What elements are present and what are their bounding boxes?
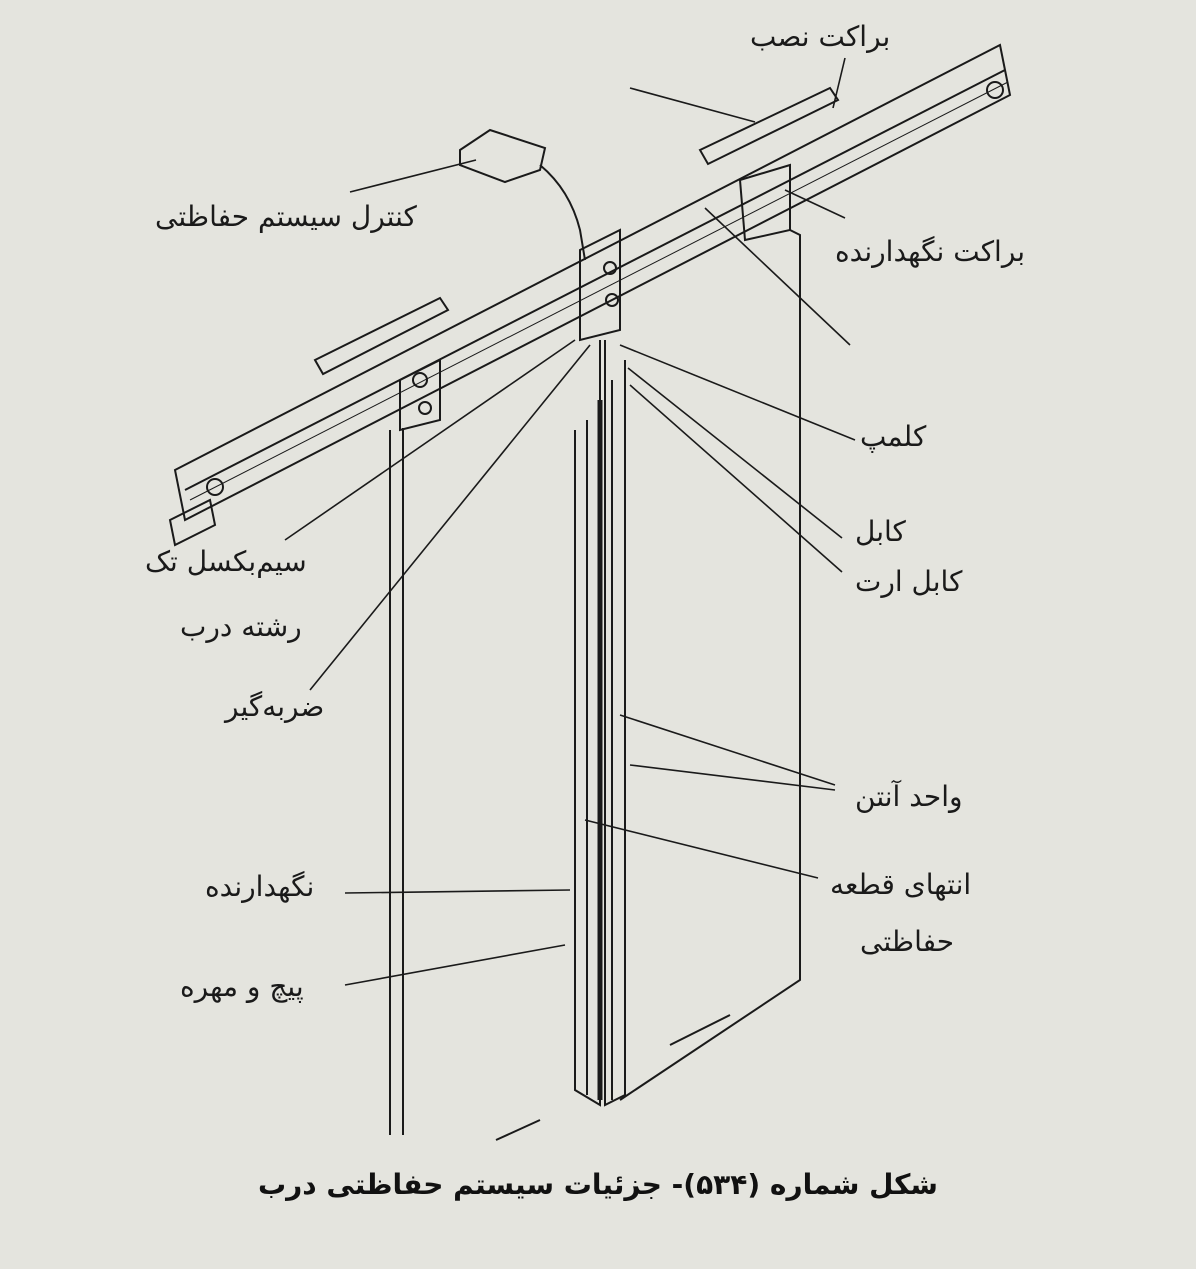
label-holder: نگهدارنده — [205, 870, 315, 903]
top-rail — [173, 43, 1012, 522]
control-box — [459, 128, 547, 184]
figure-caption: شکل شماره (۵۳۴)- جزئیات سیستم حفاظتی درب — [258, 1168, 938, 1201]
label-holding-bracket: براکت نگهدارنده — [835, 235, 1026, 268]
label-antenna-unit: واحد آنتن — [855, 780, 963, 813]
mounting-bracket — [698, 86, 840, 166]
label-wire-rope-2: رشته درب — [180, 610, 302, 643]
right-door — [619, 229, 801, 1101]
label-clamp: کلمپ — [860, 420, 927, 453]
label-safety-edge-1: انتهای قطعه — [830, 868, 972, 901]
label-safety-edge-2: حفاظتی — [860, 925, 955, 958]
label-cable: کابل — [855, 515, 906, 548]
label-bolt-nut: پیچ و مهره — [180, 970, 304, 1003]
lower-rail — [168, 498, 217, 547]
left-door — [389, 428, 404, 1135]
label-shock-absorber: ضربه‌گیر — [225, 690, 325, 723]
label-earth-cable: کابل ارت — [855, 565, 963, 598]
safety-edge — [574, 340, 626, 1107]
label-mounting-bracket: براکت نصب — [750, 20, 891, 53]
rail-groove — [184, 69, 1006, 491]
label-wire-rope-1: سیم‌بکسل تک — [145, 545, 307, 578]
label-safety-control: کنترل سیستم حفاظتی — [155, 200, 417, 233]
